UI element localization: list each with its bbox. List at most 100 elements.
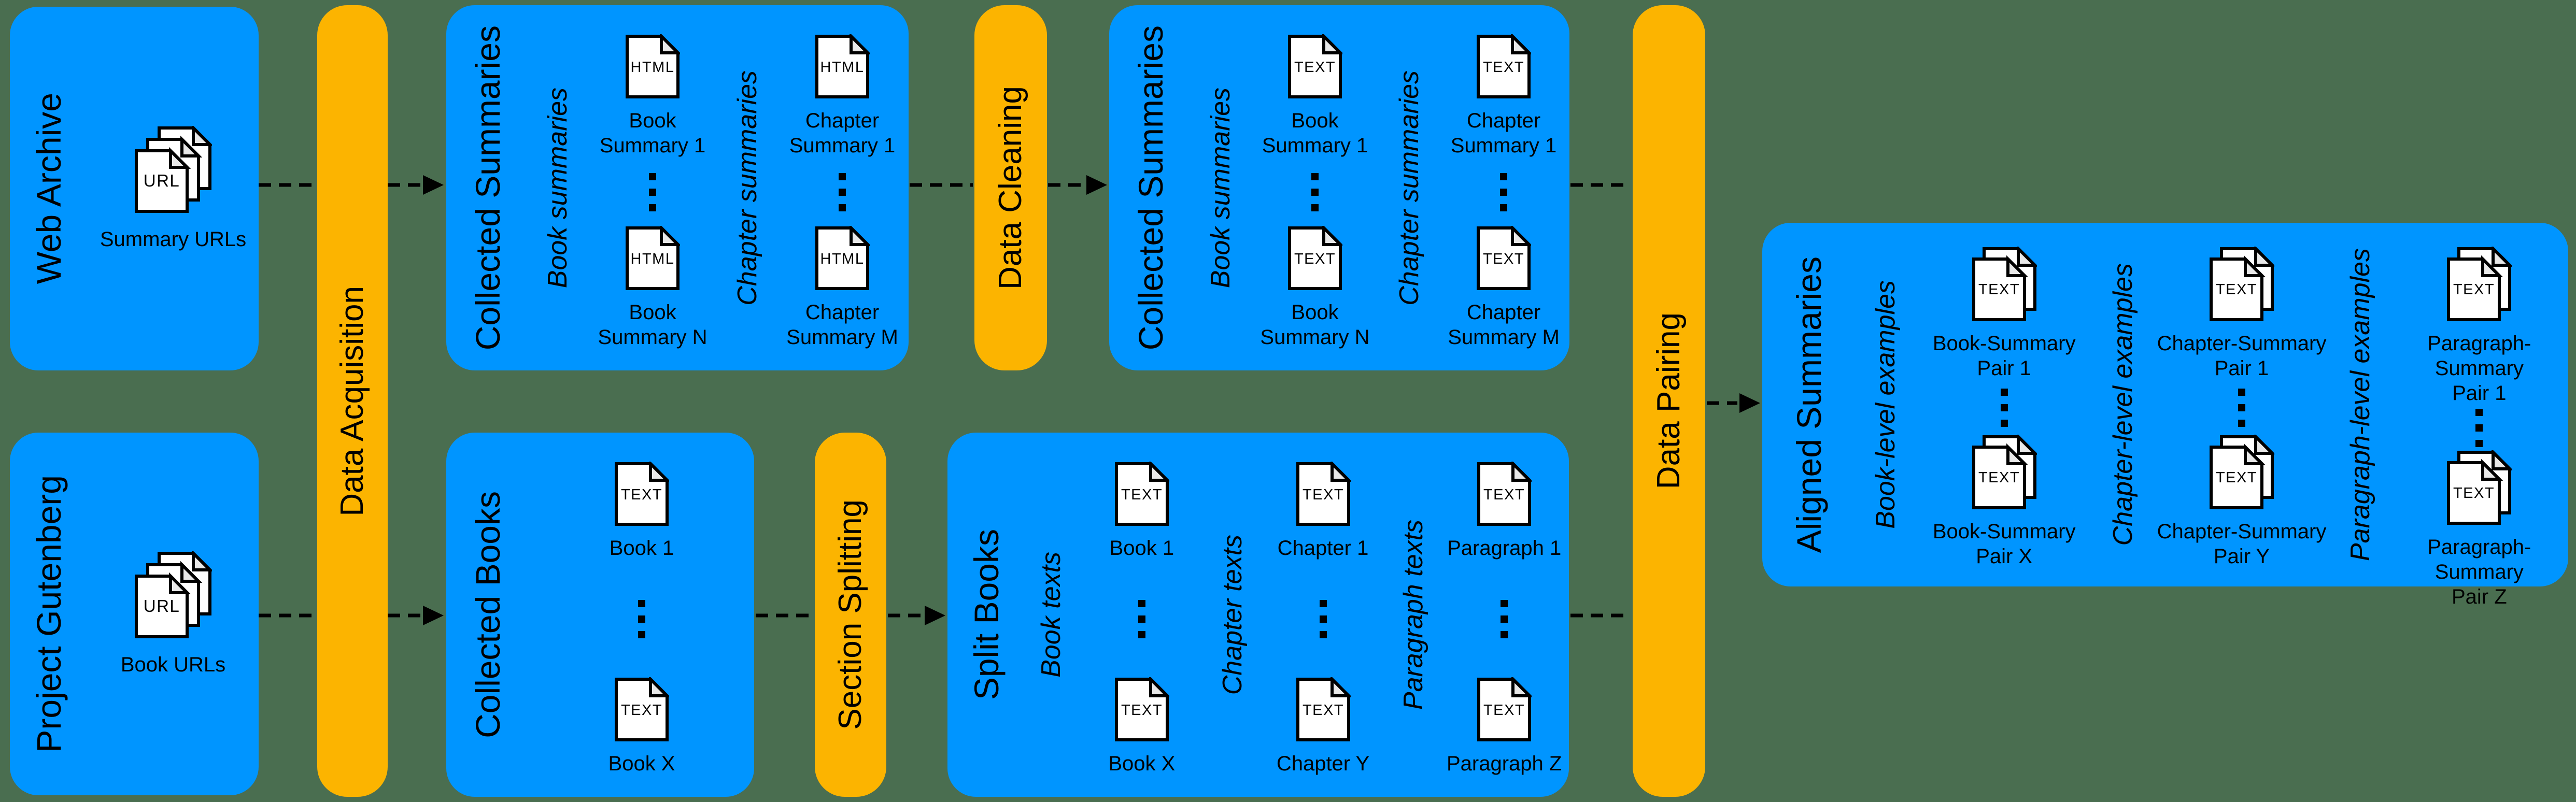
doc-pair-icon: TEXT — [2446, 450, 2512, 525]
doc-icon: TEXT — [1287, 34, 1342, 99]
doc-item: TEXT Book X — [608, 677, 675, 776]
doc-icon: TEXT — [614, 677, 669, 742]
doc-caption: Book Summary 1 — [599, 109, 706, 157]
box-collected-books: Collected Books TEXT Book 1 TEXT Book X — [446, 433, 754, 797]
url-doc-stack-icon: URL — [134, 551, 212, 639]
doc-pair-icon: TEXT — [2209, 247, 2274, 322]
doc-pair-icon: TEXT — [1972, 247, 2037, 322]
doc-caption: Chapter Summary 1 — [789, 109, 896, 157]
doc-caption: Paragraph-Summary Pair Z — [2427, 536, 2531, 608]
box-title: Collected Summaries — [469, 25, 507, 351]
arrowhead — [1739, 393, 1760, 413]
ellipsis — [1311, 170, 1319, 214]
doc-icon-label: URL — [144, 171, 180, 190]
box-title-block: Collected Summaries — [446, 5, 529, 370]
doc-item: TEXT Paragraph Z — [1447, 677, 1562, 776]
doc-icon-label: TEXT — [1302, 486, 1343, 503]
doc-caption: Paragraph-Summary Pair 1 — [2427, 332, 2531, 405]
box-title: Web Archive — [30, 93, 68, 284]
doc-item: TEXT Chapter Summary M — [1448, 226, 1560, 350]
column-label: Paragraph texts — [1398, 519, 1429, 710]
doc-icon-label: TEXT — [1302, 702, 1343, 719]
doc-caption: Summary URLs — [100, 227, 247, 251]
doc-caption: Book Summary 1 — [1262, 109, 1368, 157]
bar-label: Data Acquisition — [334, 285, 370, 517]
doc-icon-label: TEXT — [1483, 702, 1525, 719]
box-title-block: Split Books — [947, 433, 1025, 797]
bar-label: Data Pairing — [1651, 312, 1687, 490]
bar-label: Data Cleaning — [993, 86, 1028, 290]
doc-item: TEXT Chapter Summary 1 — [1450, 34, 1557, 158]
doc-icon-label: TEXT — [621, 486, 662, 503]
group-book-summaries: Book summaries HTML Book Summary 1 HTML … — [529, 5, 719, 370]
ellipsis — [1501, 597, 1508, 641]
box-collected-summaries-text: Collected Summaries Book summaries TEXT … — [1109, 5, 1569, 370]
url-doc-stack-icon: URL — [134, 126, 212, 213]
doc-icon: HTML — [815, 226, 870, 291]
ellipsis — [649, 170, 656, 214]
doc-caption: Chapter Summary M — [786, 301, 898, 349]
doc-caption: Book 1 — [1109, 537, 1174, 560]
group-book-summaries: Book summaries TEXT Book Summary 1 TEXT … — [1192, 5, 1381, 370]
group-paragraph-level: Paragraph-level examples TEXT Paragraph-… — [2331, 223, 2568, 608]
doc-item: HTML Chapter Summary M — [786, 226, 898, 350]
arrowhead — [925, 606, 945, 625]
arrowhead — [423, 606, 444, 625]
doc-icon-label: TEXT — [2216, 469, 2257, 486]
doc-item: TEXT Book 1 — [1110, 462, 1174, 561]
doc-item: TEXT Book 1 — [610, 462, 674, 561]
ellipsis — [2000, 385, 2008, 430]
doc-caption: Book Summary N — [598, 301, 707, 349]
column-label: Book texts — [1036, 552, 1066, 678]
doc-icon-label: TEXT — [1483, 59, 1524, 76]
doc-icon-label: TEXT — [1483, 486, 1525, 503]
doc-item: TEXT Chapter 1 — [1278, 462, 1368, 561]
group-book-texts: Book texts TEXT Book 1 TEXT Book X — [1025, 433, 1207, 797]
bar-section-splitting: Section Splitting — [815, 433, 886, 797]
doc-item: HTML Book Summary 1 — [599, 34, 706, 158]
ellipsis — [1500, 170, 1507, 214]
box-aligned-summaries: Aligned Summaries Book-level examples TE… — [1762, 223, 2568, 608]
doc-pair-icon: TEXT — [2209, 435, 2274, 510]
arrowhead — [1086, 175, 1107, 195]
doc-item: HTML Chapter Summary 1 — [789, 34, 896, 158]
box-title: Collected Books — [469, 491, 507, 738]
doc-icon: TEXT — [1296, 677, 1351, 742]
doc-icon-label: TEXT — [1294, 251, 1336, 267]
doc-icon: TEXT — [1476, 34, 1531, 99]
doc-caption: Book-Summary Pair 1 — [1932, 332, 2076, 380]
doc-icon: TEXT — [614, 462, 669, 526]
doc-icon-label: TEXT — [621, 702, 662, 719]
doc-item: TEXT Paragraph 1 — [1447, 462, 1561, 561]
doc-icon: TEXT — [1287, 226, 1342, 291]
doc-caption: Book X — [1108, 752, 1176, 775]
doc-caption: Paragraph Z — [1447, 752, 1562, 775]
doc-item: TEXT Paragraph-Summary Pair Z — [2390, 450, 2568, 609]
doc-caption: Book 1 — [609, 537, 674, 560]
doc-caption: Book X — [608, 752, 675, 775]
box-title-block: Web Archive — [10, 7, 88, 370]
doc-caption: Chapter Summary 1 — [1450, 109, 1557, 157]
doc-icon-label: URL — [144, 596, 180, 615]
group-chapter-level: Chapter-level examples TEXT Chapter-Summ… — [2093, 223, 2330, 586]
doc-icon-label: HTML — [631, 59, 675, 76]
column-label: Chapter summaries — [732, 70, 762, 306]
box-split-books: Split Books Book texts TEXT Book 1 TEXT … — [947, 433, 1569, 797]
box-collected-summaries-html: Collected Summaries Book summaries HTML … — [446, 5, 909, 370]
doc-icon-label: TEXT — [2453, 485, 2495, 502]
box-title-block: Aligned Summaries — [1762, 223, 1856, 586]
doc-icon-label: HTML — [631, 251, 675, 267]
column-label: Book summaries — [1206, 87, 1236, 289]
doc-icon-label: HTML — [820, 251, 865, 267]
doc-item: TEXT Book-Summary Pair 1 — [1932, 247, 2076, 381]
doc-pair-icon: TEXT — [2446, 247, 2512, 322]
column-label: Chapter-level examples — [2107, 263, 2138, 546]
box-title-block: Project Gutenberg — [10, 433, 88, 795]
doc-item: TEXT Book X — [1108, 677, 1175, 776]
ellipsis — [839, 170, 846, 214]
doc-icon: TEXT — [1114, 462, 1169, 526]
ellipsis — [1138, 597, 1145, 641]
doc-icon-label: TEXT — [1294, 59, 1336, 76]
doc-item: TEXT Chapter-Summary Pair 1 — [2157, 247, 2326, 381]
bar-data-acquisition: Data Acquisition — [317, 5, 388, 797]
